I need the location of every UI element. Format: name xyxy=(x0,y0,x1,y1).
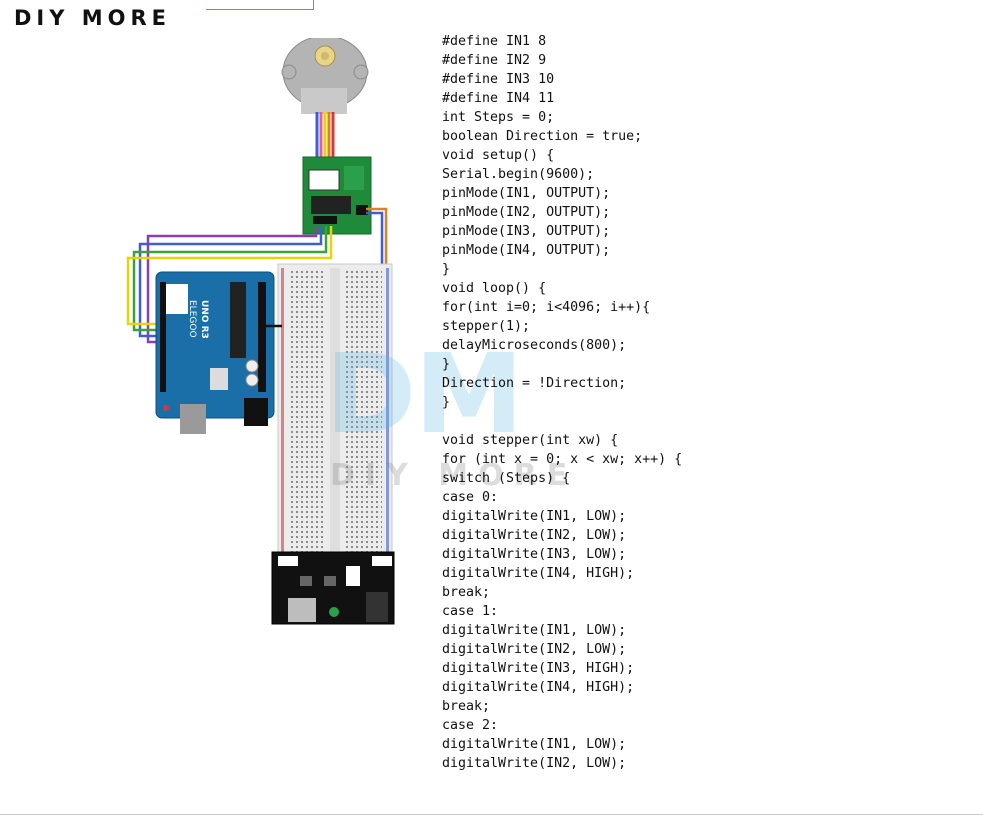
arduino-code-listing: #define IN1 8 #define IN2 9 #define IN3 10… xyxy=(442,32,682,773)
cropped-diagram-edge xyxy=(206,0,314,10)
code-line: stepper(1); xyxy=(442,319,531,334)
code-line: Direction = !Direction; xyxy=(442,376,627,391)
code-line: #define IN3 10 xyxy=(442,72,555,87)
breadboard-power-module xyxy=(271,551,395,625)
code-line xyxy=(442,412,682,431)
code-line: digitalWrite(IN4, HIGH); xyxy=(442,680,635,695)
code-line: pinMode(IN2, OUTPUT); xyxy=(442,205,611,220)
code-line: void stepper(int xw) { xyxy=(442,433,619,448)
breadboard xyxy=(277,263,393,557)
code-line: int Steps = 0; xyxy=(442,110,555,125)
code-line: } xyxy=(442,262,451,277)
arduino-uno: ELEGOO UNO R3 xyxy=(155,271,275,434)
code-line: void loop() { xyxy=(442,281,547,296)
bottom-divider xyxy=(0,814,983,815)
code-line: case 0: xyxy=(442,490,499,505)
code-line: #define IN1 8 xyxy=(442,34,547,49)
code-line: digitalWrite(IN2, LOW); xyxy=(442,642,627,657)
code-line: } xyxy=(442,395,451,410)
code-line: switch (Steps) { xyxy=(442,471,571,486)
code-line: case 1: xyxy=(442,604,499,619)
code-line: digitalWrite(IN4, HIGH); xyxy=(442,566,635,581)
uln2003-driver-board xyxy=(302,156,372,235)
code-line: break; xyxy=(442,585,491,600)
signal-wires xyxy=(126,226,333,344)
arduino-brand-label: ELEGOO xyxy=(187,300,197,338)
code-line: pinMode(IN1, OUTPUT); xyxy=(442,186,611,201)
code-line: Serial.begin(9600); xyxy=(442,167,595,182)
code-line: case 2: xyxy=(442,718,499,733)
wiring-diagram: ELEGOO UNO R3 xyxy=(126,38,395,625)
code-line: digitalWrite(IN1, LOW); xyxy=(442,623,627,638)
code-line: for(int i=0; i<4096; i++){ xyxy=(442,300,651,315)
code-line: delayMicroseconds(800); xyxy=(442,338,627,353)
code-line: for (int x = 0; x < xw; x++) { xyxy=(442,452,683,467)
code-line: digitalWrite(IN1, LOW); xyxy=(442,509,627,524)
code-line: } xyxy=(442,357,451,372)
code-line: break; xyxy=(442,699,491,714)
arduino-model-label: UNO R3 xyxy=(199,300,209,339)
code-line: digitalWrite(IN3, HIGH); xyxy=(442,661,635,676)
code-line: #define IN4 11 xyxy=(442,91,555,106)
code-line: digitalWrite(IN3, LOW); xyxy=(442,547,627,562)
code-line: #define IN2 9 xyxy=(442,53,547,68)
code-line: pinMode(IN4, OUTPUT); xyxy=(442,243,611,258)
code-line: void setup() { xyxy=(442,148,555,163)
code-line: digitalWrite(IN2, LOW); xyxy=(442,756,627,771)
code-line: boolean Direction = true; xyxy=(442,129,643,144)
code-line: digitalWrite(IN2, LOW); xyxy=(442,528,627,543)
stepper-motor xyxy=(281,38,369,114)
code-line: pinMode(IN3, OUTPUT); xyxy=(442,224,611,239)
code-line: digitalWrite(IN1, LOW); xyxy=(442,737,627,752)
brand-logo: DIY MORE xyxy=(14,6,172,30)
